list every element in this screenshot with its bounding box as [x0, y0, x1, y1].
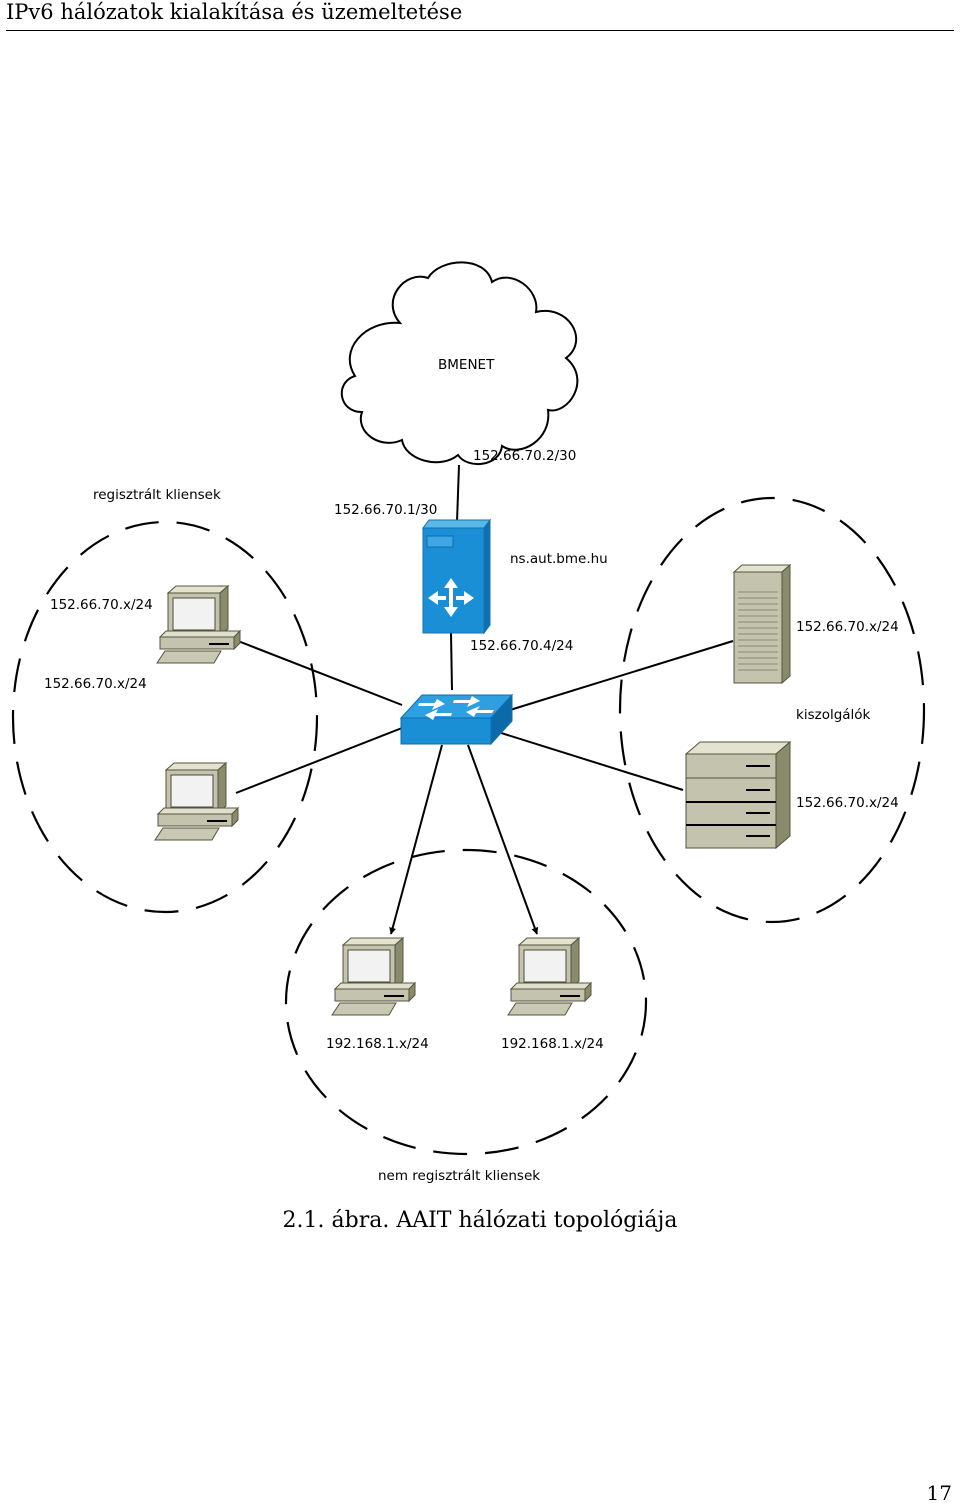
registered-client-pc-2-icon: [154, 762, 239, 841]
server2-ip: 152.66.70.x/24: [796, 795, 899, 811]
network-topology-diagram: BMENET: [11, 261, 926, 1184]
client1-ip: 152.66.70.x/24: [50, 597, 153, 613]
unregistered-group-label: nem regisztrált kliensek: [378, 1168, 540, 1184]
unregistered-clients-boundary: [284, 848, 648, 1156]
unreg-client2-arrow: [467, 744, 539, 935]
tower-server-icon: [732, 563, 792, 685]
header-title: IPv6 hálózatok kialakítása és üzemelteté…: [6, 0, 463, 24]
running-header: IPv6 hálózatok kialakítása és üzemelteté…: [6, 0, 954, 31]
server1-ip: 152.66.70.x/24: [796, 619, 899, 635]
bmenet-cloud-icon: [340, 261, 579, 466]
server2-cable: [497, 731, 684, 791]
switch-icon: [399, 693, 514, 746]
page-number: 17: [926, 1481, 952, 1505]
registered-group-label: regisztrált kliensek: [93, 487, 221, 503]
server-group-label: kiszolgálók: [796, 707, 871, 723]
uplink-local-ip: 152.66.70.1/30: [334, 502, 437, 518]
client1-cable: [237, 640, 403, 706]
uplink-cable: [456, 464, 460, 523]
unregistered-client-pc-1-icon: [331, 937, 416, 1016]
unreg-client1-arrow: [389, 744, 443, 935]
client2-ip: 152.66.70.x/24: [44, 676, 147, 692]
router-icon: [422, 518, 491, 635]
cloud-label: BMENET: [438, 357, 495, 373]
registered-clients-boundary: [11, 520, 319, 914]
unregistered-client-pc-2-icon: [507, 937, 592, 1016]
figure-caption: 2.1. ábra. AAIT hálózati topológiája: [282, 1208, 678, 1233]
server1-cable: [509, 640, 734, 711]
unreg-client2-ip: 192.168.1.x/24: [501, 1036, 604, 1052]
router-lan-ip: 152.66.70.4/24: [470, 638, 573, 654]
router-hostname: ns.aut.bme.hu: [510, 551, 608, 567]
servers-boundary: [618, 496, 926, 924]
rack-server-icon: [684, 740, 792, 850]
unreg-client1-ip: 192.168.1.x/24: [326, 1036, 429, 1052]
registered-client-pc-1-icon: [156, 585, 241, 664]
uplink-remote-ip: 152.66.70.2/30: [473, 448, 576, 464]
router-switch-cable: [450, 632, 453, 691]
client2-cable: [235, 727, 403, 794]
